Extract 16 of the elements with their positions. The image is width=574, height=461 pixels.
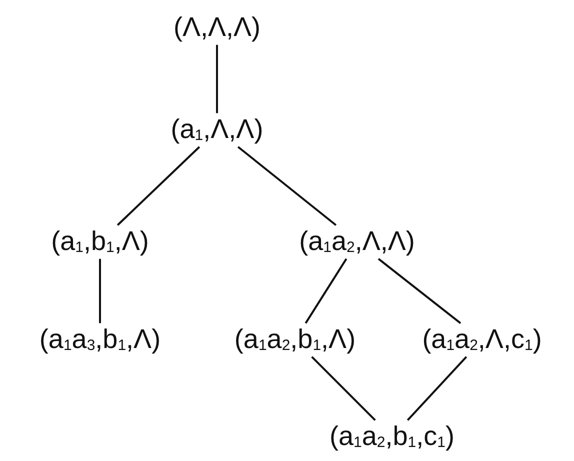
tuple-label: (Λ,Λ,Λ) <box>173 12 261 42</box>
tuple-label: (a$_{1}$a$_{3}$,b$_{1}$,Λ) <box>39 324 161 354</box>
tuple-label: (a$_{1}$a$_{2}$,b$_{1}$,Λ) <box>234 324 356 354</box>
connector-line <box>304 258 348 324</box>
tuple-label: (a$_{1}$a$_{2}$,Λ,Λ) <box>299 226 415 256</box>
connector-line <box>406 356 468 421</box>
connector-line <box>378 258 462 324</box>
connector-line <box>116 146 200 226</box>
connector-line <box>216 44 218 114</box>
tuple-label: (a$_{1}$,Λ,Λ) <box>170 114 264 144</box>
tuple-label: (a$_{1}$a$_{2}$,b$_{1}$,c$_{1}$) <box>330 421 454 452</box>
connector-line <box>99 258 101 324</box>
tuple-label: (a$_{1}$,b$_{1}$,Λ) <box>51 226 149 256</box>
connector-line <box>237 146 337 226</box>
connector-line <box>311 356 376 421</box>
tuple-label: (a$_{1}$a$_{2}$,Λ,c$_{1}$) <box>422 324 542 354</box>
